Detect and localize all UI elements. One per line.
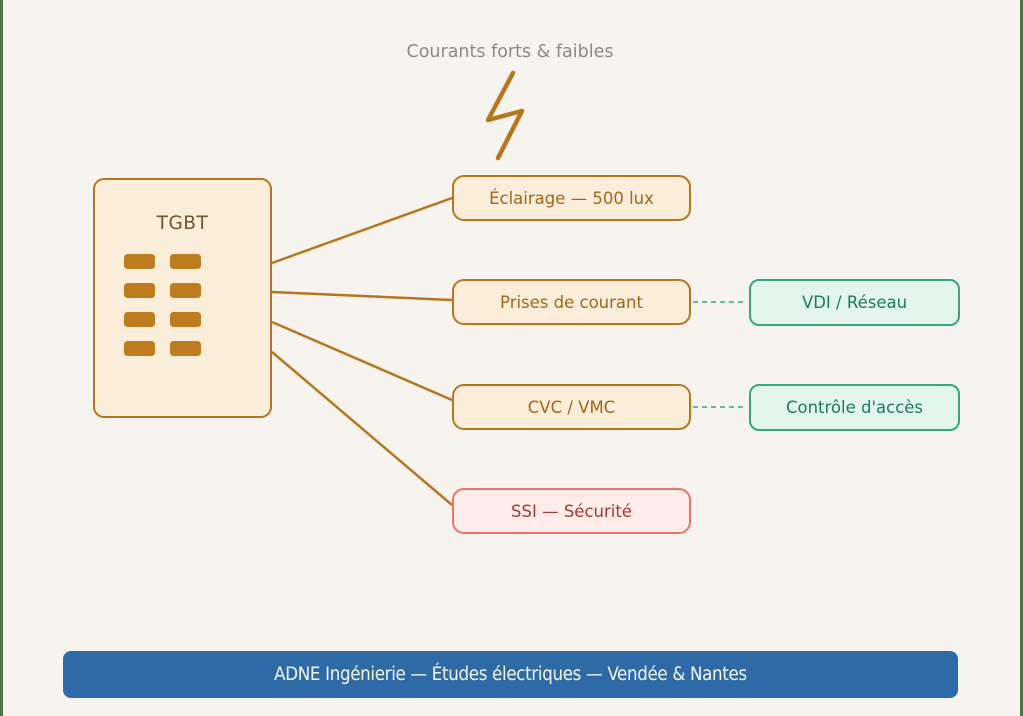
node-cvc: CVC / VMC <box>452 384 691 430</box>
tgbt-label: TGBT <box>156 213 209 234</box>
breaker-grid <box>124 254 201 356</box>
breaker-icon <box>170 312 201 327</box>
node-eclairage-label: Éclairage — 500 lux <box>489 188 654 208</box>
footer-banner-label: ADNE Ingénierie — Études électriques — V… <box>274 664 747 685</box>
breaker-icon <box>170 283 201 298</box>
breaker-icon <box>124 312 155 327</box>
node-prises: Prises de courant <box>452 279 691 325</box>
node-eclairage: Éclairage — 500 lux <box>452 175 691 221</box>
breaker-icon <box>170 254 201 269</box>
diagram-caption: Courants forts & faibles <box>406 42 614 62</box>
node-ssi-label: SSI — Sécurité <box>511 501 632 521</box>
footer-banner: ADNE Ingénierie — Études électriques — V… <box>63 651 958 698</box>
lightning-bolt-icon <box>485 70 525 161</box>
node-cvc-label: CVC / VMC <box>527 397 616 417</box>
breaker-icon <box>124 254 155 269</box>
node-vdi-label: VDI / Réseau <box>801 293 908 312</box>
node-prises-label: Prises de courant <box>500 292 643 312</box>
node-acces-label: Contrôle d'accès <box>785 398 924 417</box>
node-acces: Contrôle d'accès <box>749 384 960 431</box>
left-frame-border <box>0 0 3 716</box>
wire-tgbt-eclairage <box>271 196 453 265</box>
breaker-icon <box>124 341 155 356</box>
wire-tgbt-prises <box>271 290 453 302</box>
tgbt-node: TGBT <box>93 178 272 418</box>
wire-tgbt-ssi <box>271 351 453 506</box>
breaker-icon <box>170 341 201 356</box>
breaker-icon <box>124 283 155 298</box>
right-frame-border <box>1020 0 1023 716</box>
node-ssi: SSI — Sécurité <box>452 488 691 534</box>
node-vdi: VDI / Réseau <box>749 279 960 326</box>
wire-tgbt-cvc <box>271 320 453 402</box>
